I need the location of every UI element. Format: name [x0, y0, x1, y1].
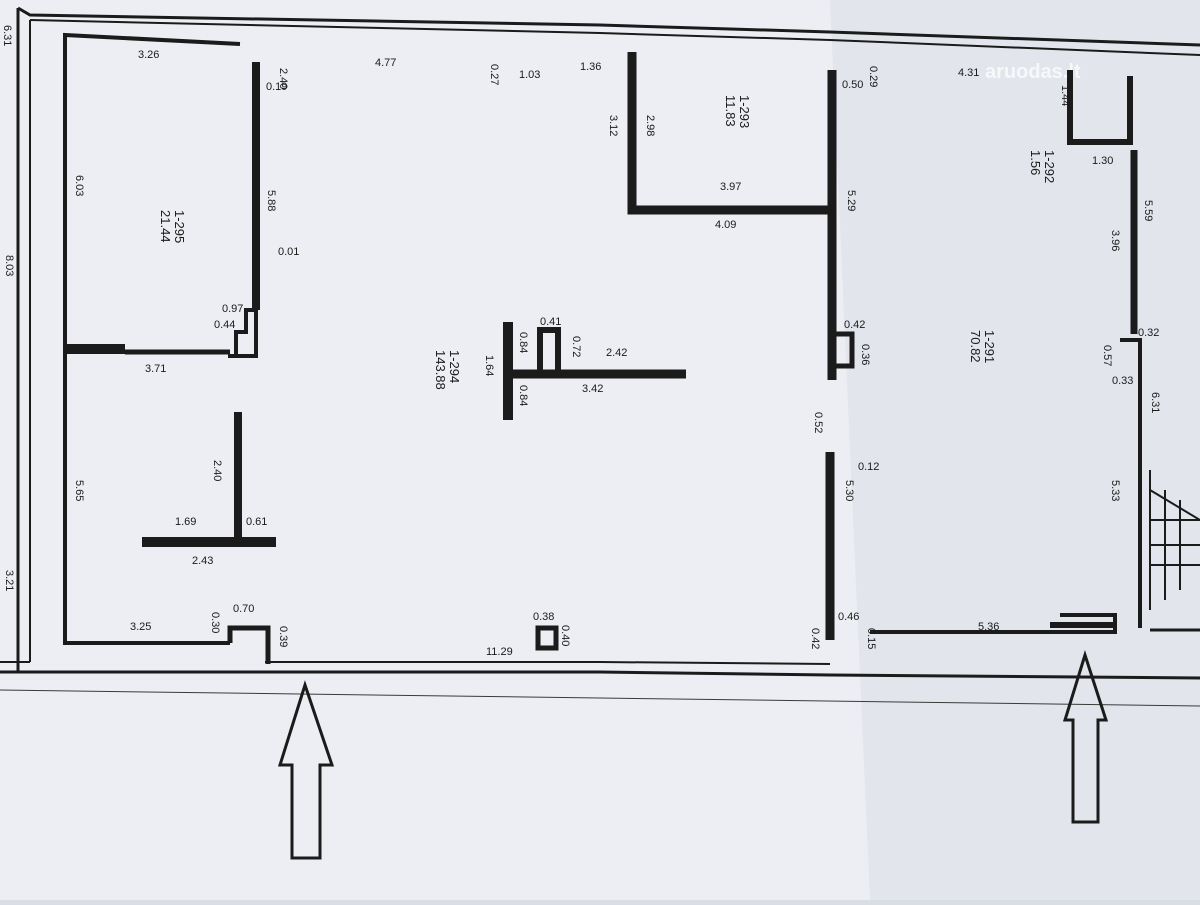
stairs [1149, 470, 1200, 610]
room-291-area: 70.82 [968, 330, 983, 363]
middle-wall [825, 70, 855, 640]
dim-label: 8.03 [3, 255, 15, 276]
dim-label: 2.40 [277, 68, 289, 89]
room-292-area: 1.56 [1028, 150, 1043, 175]
room-293-id: 1-293 [737, 95, 752, 128]
dim-label: 1.69 [175, 516, 196, 528]
dim-label: 0.84 [517, 332, 529, 353]
room-291-id: 1-291 [982, 330, 997, 363]
dim-label: 4.09 [715, 219, 736, 231]
dim-label: 3.96 [1109, 230, 1121, 251]
dim-label: 0.38 [533, 611, 554, 623]
dim-label: 2.98 [644, 115, 656, 136]
dim-label: 0.30 [209, 612, 221, 633]
dim-label: 6.31 [1149, 392, 1161, 413]
dim-label: 3.25 [130, 621, 151, 633]
dim-label: 3.97 [720, 181, 741, 193]
dim-label: 0.61 [246, 516, 267, 528]
dim-label: 3.42 [582, 383, 603, 395]
dim-label: 0.29 [867, 66, 879, 87]
dim-label: 0.32 [1138, 327, 1159, 339]
room-291-walls [870, 70, 1200, 634]
dim-label: 2.40 [211, 460, 223, 481]
dim-label: 0.39 [277, 626, 289, 647]
dim-label: 0.40 [559, 625, 571, 646]
room-294-id: 1-294 [447, 350, 462, 383]
dim-label: 5.30 [843, 480, 855, 501]
dim-label: 0.41 [540, 316, 561, 328]
dim-label: 0.12 [858, 461, 879, 473]
dim-label: 1.44 [1059, 85, 1071, 106]
dim-label: 1.30 [1092, 155, 1113, 167]
dim-label: 0.97 [222, 303, 243, 315]
dim-label: 1.64 [483, 355, 495, 376]
room-label-293: 1-293 11.83 [723, 95, 752, 128]
room-label-291: 1-291 70.82 [968, 330, 997, 363]
dim-label: 6.31 [1, 25, 13, 46]
watermark-text: aruodas.lt [985, 61, 1081, 83]
room-293-area: 11.83 [723, 95, 738, 127]
paper-crease [0, 689, 1200, 707]
dim-label: 1.36 [580, 61, 601, 73]
dim-label: 3.21 [3, 570, 15, 591]
dim-label: 3.12 [607, 115, 619, 136]
dimension-labels: 6.31 3.26 2.40 0.19 4.77 0.27 1.03 1.36 … [1, 25, 1161, 658]
dim-label: 5.88 [265, 190, 277, 211]
dim-label: 3.71 [145, 363, 166, 375]
dim-label: 0.70 [233, 603, 254, 615]
room-label-294: 1-294 143.88 [433, 350, 462, 390]
dim-label: 0.57 [1101, 345, 1113, 366]
room-label-295: 1-295 21.44 [158, 210, 187, 243]
room-292-id: 1-292 [1042, 150, 1057, 183]
dim-label: 0.01 [278, 246, 299, 258]
entrance-arrow-left [277, 680, 335, 860]
partitions [142, 322, 686, 651]
dim-label: 11.29 [486, 646, 513, 658]
room-295-id: 1-295 [172, 210, 187, 243]
dim-label: 2.42 [606, 347, 627, 359]
dim-label: 0.50 [842, 79, 863, 91]
room-294-area: 143.88 [433, 350, 448, 390]
dim-label: 2.43 [192, 555, 213, 567]
dim-label: 5.65 [73, 480, 85, 501]
dim-label: 0.33 [1112, 375, 1133, 387]
dim-label: 5.59 [1142, 200, 1154, 221]
paper-shadow [830, 0, 1200, 900]
dim-label: 4.77 [375, 57, 396, 69]
dim-label: 0.46 [838, 611, 859, 623]
dim-label: 5.36 [978, 621, 999, 633]
dim-label: 0.72 [570, 336, 582, 357]
dim-label: 6.03 [73, 175, 85, 196]
room-295-walls [63, 32, 260, 645]
dim-label: 4.31 [958, 67, 979, 79]
dim-label: 0.27 [488, 64, 500, 85]
entrance-arrow-right [1062, 650, 1109, 824]
dim-label: 0.42 [809, 628, 821, 649]
dim-label: 0.52 [812, 412, 824, 433]
dim-label: 0.84 [517, 385, 529, 406]
dim-label: 0.36 [859, 344, 871, 365]
dim-label: 5.29 [845, 190, 857, 211]
dim-label: 5.33 [1109, 480, 1121, 501]
dim-label: 3.26 [138, 49, 159, 61]
outer-walls [0, 6, 1200, 680]
bottom-wall-jog [227, 625, 271, 664]
dim-label: 0.15 [865, 628, 877, 649]
room-295-area: 21.44 [158, 210, 173, 243]
dim-label: 1.03 [519, 69, 540, 81]
room-293-walls [627, 52, 830, 215]
dim-label: 0.44 [214, 319, 235, 331]
dim-label: 0.19 [266, 81, 287, 93]
room-label-292: 1-292 1.56 [1028, 150, 1057, 183]
dim-label: 0.42 [844, 319, 865, 331]
